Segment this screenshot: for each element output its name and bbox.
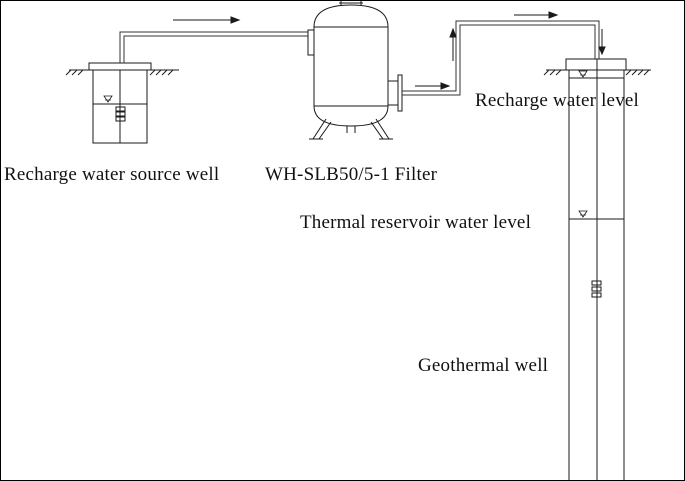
geothermal-well-pump — [591, 280, 602, 298]
ground-hatch-right — [543, 69, 650, 76]
filter-vessel-graphic — [307, 1, 403, 140]
label-thermal-reservoir-level: Thermal reservoir water level — [300, 212, 532, 233]
flow-arrow-4 — [514, 11, 559, 19]
flow-arrow-5 — [598, 29, 606, 56]
ground-hatch-left — [65, 69, 174, 76]
pipe-source-to-filter — [119, 31, 308, 63]
pipe-filter-to-well — [402, 20, 600, 96]
flow-arrow-3 — [449, 27, 457, 61]
source-well-pump — [115, 106, 126, 122]
flow-arrow-1 — [173, 16, 241, 24]
source-well-graphic — [65, 62, 179, 144]
label-recharge-water-level: Recharge water level — [475, 90, 640, 111]
label-source-well: Recharge water source well — [4, 164, 220, 185]
label-geothermal-well: Geothermal well — [418, 355, 549, 376]
geothermal-well-graphic — [543, 58, 651, 480]
flow-arrow-2 — [415, 82, 451, 90]
label-filter: WH-SLB50/5-1 Filter — [265, 164, 438, 185]
